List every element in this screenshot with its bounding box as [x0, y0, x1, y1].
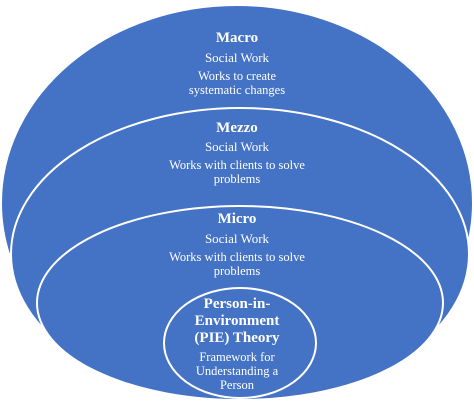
pie-title-line-2: Environment [194, 313, 280, 329]
pie-description-line-3: Person [219, 378, 255, 392]
micro-subtitle: Social Work [204, 231, 270, 246]
micro-description-line-1: Works with clients to solve [169, 250, 305, 264]
macro-description-line-1: Works to create [197, 69, 277, 83]
mezzo-subtitle: Social Work [204, 139, 270, 154]
macro-description-line-2: systematic changes [188, 83, 286, 97]
pie-description-line-1: Framework for [199, 350, 275, 364]
mezzo-title: Mezzo [216, 120, 258, 136]
micro-title: Micro [217, 211, 257, 227]
macro-title: Macro [215, 30, 259, 46]
pie-title-line-1: Person-in- [203, 296, 271, 312]
pie-ellipse [163, 287, 317, 399]
mezzo-description-line-1: Works with clients to solve [169, 158, 305, 172]
pie-title-line-3: (PIE) Theory [194, 330, 280, 346]
pie-description-line-2: Understanding a [195, 364, 279, 378]
macro-subtitle: Social Work [204, 50, 270, 65]
micro-description-line-2: problems [213, 264, 261, 278]
mezzo-description-line-2: problems [213, 172, 261, 186]
